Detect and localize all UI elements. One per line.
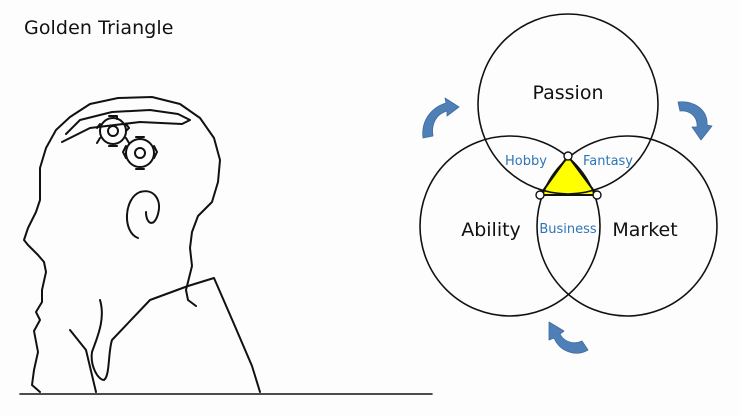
market-label: Market: [612, 219, 677, 241]
gear-icon: [122, 136, 158, 170]
head-profile-illustration: [19, 96, 433, 395]
hair-line: [61, 109, 191, 143]
ability-label: Ability: [461, 219, 521, 241]
business-label: Business: [539, 222, 597, 237]
intersection-node: [535, 190, 545, 200]
market-circle: [536, 135, 718, 317]
golden-triangle: [539, 155, 598, 196]
ability-circle: [419, 135, 601, 317]
head-outline: [23, 96, 221, 393]
slide-title: Golden Triangle: [24, 17, 174, 39]
cycle-arrow-icon: [677, 101, 713, 141]
passion-label: Passion: [533, 82, 604, 104]
hobby-label: Hobby: [505, 154, 547, 169]
cycle-arrow-icon: [548, 321, 589, 354]
shoulder-line: [90, 277, 261, 393]
collar-line: [69, 329, 97, 393]
gear-icon: [96, 115, 130, 147]
passion-circle: [477, 13, 659, 195]
fantasy-label: Fantasy: [583, 154, 633, 169]
cycle-arrow-icon: [422, 97, 460, 139]
venn-diagram: Passion Ability Market Hobby Fantasy Bus…: [419, 13, 718, 317]
intersection-node: [592, 190, 602, 200]
intersection-node: [563, 151, 573, 161]
ear: [125, 190, 160, 239]
